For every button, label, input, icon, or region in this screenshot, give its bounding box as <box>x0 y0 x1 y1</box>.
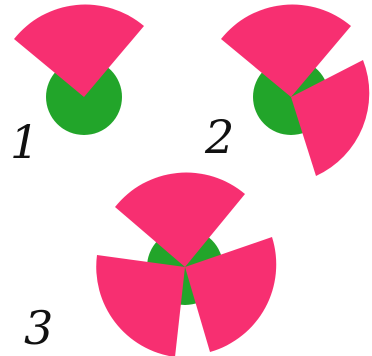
step-2-group: 2 <box>204 5 369 176</box>
step-3-petal-sector-left <box>96 255 185 356</box>
step-3-group: 3 <box>24 173 276 356</box>
step-3-petal-sector-top <box>115 173 245 267</box>
step-3-label: 3 <box>24 301 53 355</box>
step-1-petal-sector <box>14 5 144 97</box>
step-2-label: 2 <box>204 110 234 164</box>
step-1-label: 1 <box>10 115 39 169</box>
step-1-group: 1 <box>10 5 144 169</box>
